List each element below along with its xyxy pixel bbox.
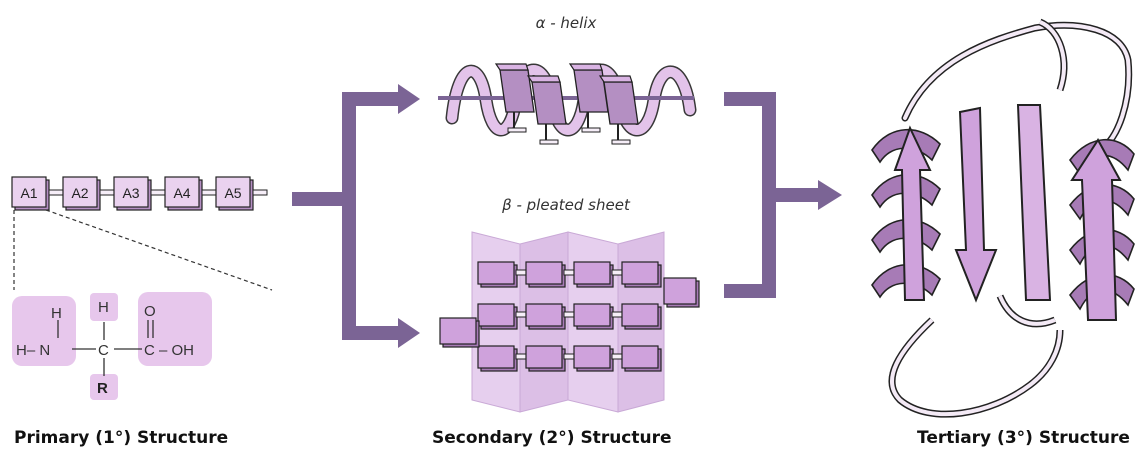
amine-hydrogen-label: H — [51, 305, 62, 322]
zoom-line-right — [45, 209, 273, 291]
sheet-residue-plate — [621, 345, 662, 372]
residue-a5: A5 — [215, 176, 268, 211]
secondary-caption: Secondary (2°) Structure — [432, 428, 672, 448]
sheet-side-plate — [439, 317, 480, 348]
sheet-residue-plate — [573, 345, 623, 372]
peptide-bond — [201, 189, 217, 196]
arrow-to-tertiary — [818, 180, 842, 210]
tertiary-strand-3 — [1016, 104, 1052, 301]
arrow-to-sheet — [398, 318, 420, 348]
tertiary-strand-4 — [1070, 138, 1122, 321]
sheet-residue-plate — [525, 345, 575, 372]
sheet-residue-plate — [477, 345, 527, 372]
sheet-residue-plate — [525, 261, 575, 288]
carbonyl-oxygen-label: O — [144, 303, 156, 320]
arrow-to-helix — [398, 84, 420, 114]
amino-acid-chain: A1 A2 A3 A4 A5 — [11, 176, 268, 211]
sheet-residue-plate — [525, 303, 575, 330]
amine-group-box — [12, 296, 76, 366]
peptide-bond — [99, 189, 115, 196]
tertiary-caption: Tertiary (3°) Structure — [917, 428, 1130, 448]
tertiary-strand-2 — [954, 106, 998, 303]
carboxyl-group-box — [138, 292, 212, 366]
sheet-residue-plate — [621, 303, 662, 330]
residue-a1: A1 — [11, 176, 64, 211]
amino-acid-detail: H H– N H C R O C – OH — [12, 292, 212, 400]
sheet-residue-plate — [573, 261, 623, 288]
r-group-label: R — [97, 380, 108, 397]
amine-label: H– N — [16, 342, 50, 359]
beta-pleated-sheet: β - pleated sheet — [439, 196, 700, 413]
sheet-residue-plate — [573, 303, 623, 330]
helix-label: α - helix — [536, 14, 597, 32]
primary-caption: Primary (1°) Structure — [14, 428, 229, 448]
left-bracket-bar — [342, 92, 356, 340]
sheet-residue-plate — [621, 261, 662, 288]
sheet-label: β - pleated sheet — [501, 196, 631, 214]
tertiary-structure — [871, 18, 1135, 418]
residue-label: A3 — [122, 185, 139, 201]
helix-residue-plate — [526, 75, 567, 145]
tertiary-strand-1 — [893, 125, 932, 301]
flow-arrows — [292, 84, 842, 348]
sheet-residue-plate — [477, 261, 527, 288]
primary-structure: A1 A2 A3 A4 A5 H H– N H C R O C – OH — [11, 176, 273, 400]
alpha-carbon-label: C — [98, 342, 109, 359]
residue-a2: A2 — [62, 176, 115, 211]
alpha-helix: α - helix — [438, 14, 697, 145]
residue-label: A2 — [71, 185, 88, 201]
residue-label: A5 — [224, 185, 241, 201]
residue-label: A4 — [173, 185, 190, 201]
peptide-bond — [150, 189, 166, 196]
sheet-side-plate — [663, 277, 700, 308]
r-group-box — [90, 374, 118, 400]
helix-residue-plate — [598, 75, 639, 145]
sheet-residue-plate — [477, 303, 527, 330]
alpha-hydrogen-label: H — [98, 299, 109, 316]
residue-label: A1 — [20, 185, 37, 201]
primary-to-secondary-connector — [292, 192, 344, 206]
residue-a4: A4 — [164, 176, 217, 211]
peptide-bond — [252, 189, 268, 196]
peptide-bond — [48, 189, 64, 196]
helix-residue-plate — [494, 63, 535, 133]
residue-a3: A3 — [113, 176, 166, 211]
carboxyl-label: C – OH — [144, 342, 194, 359]
alpha-hydrogen-box — [90, 293, 118, 321]
